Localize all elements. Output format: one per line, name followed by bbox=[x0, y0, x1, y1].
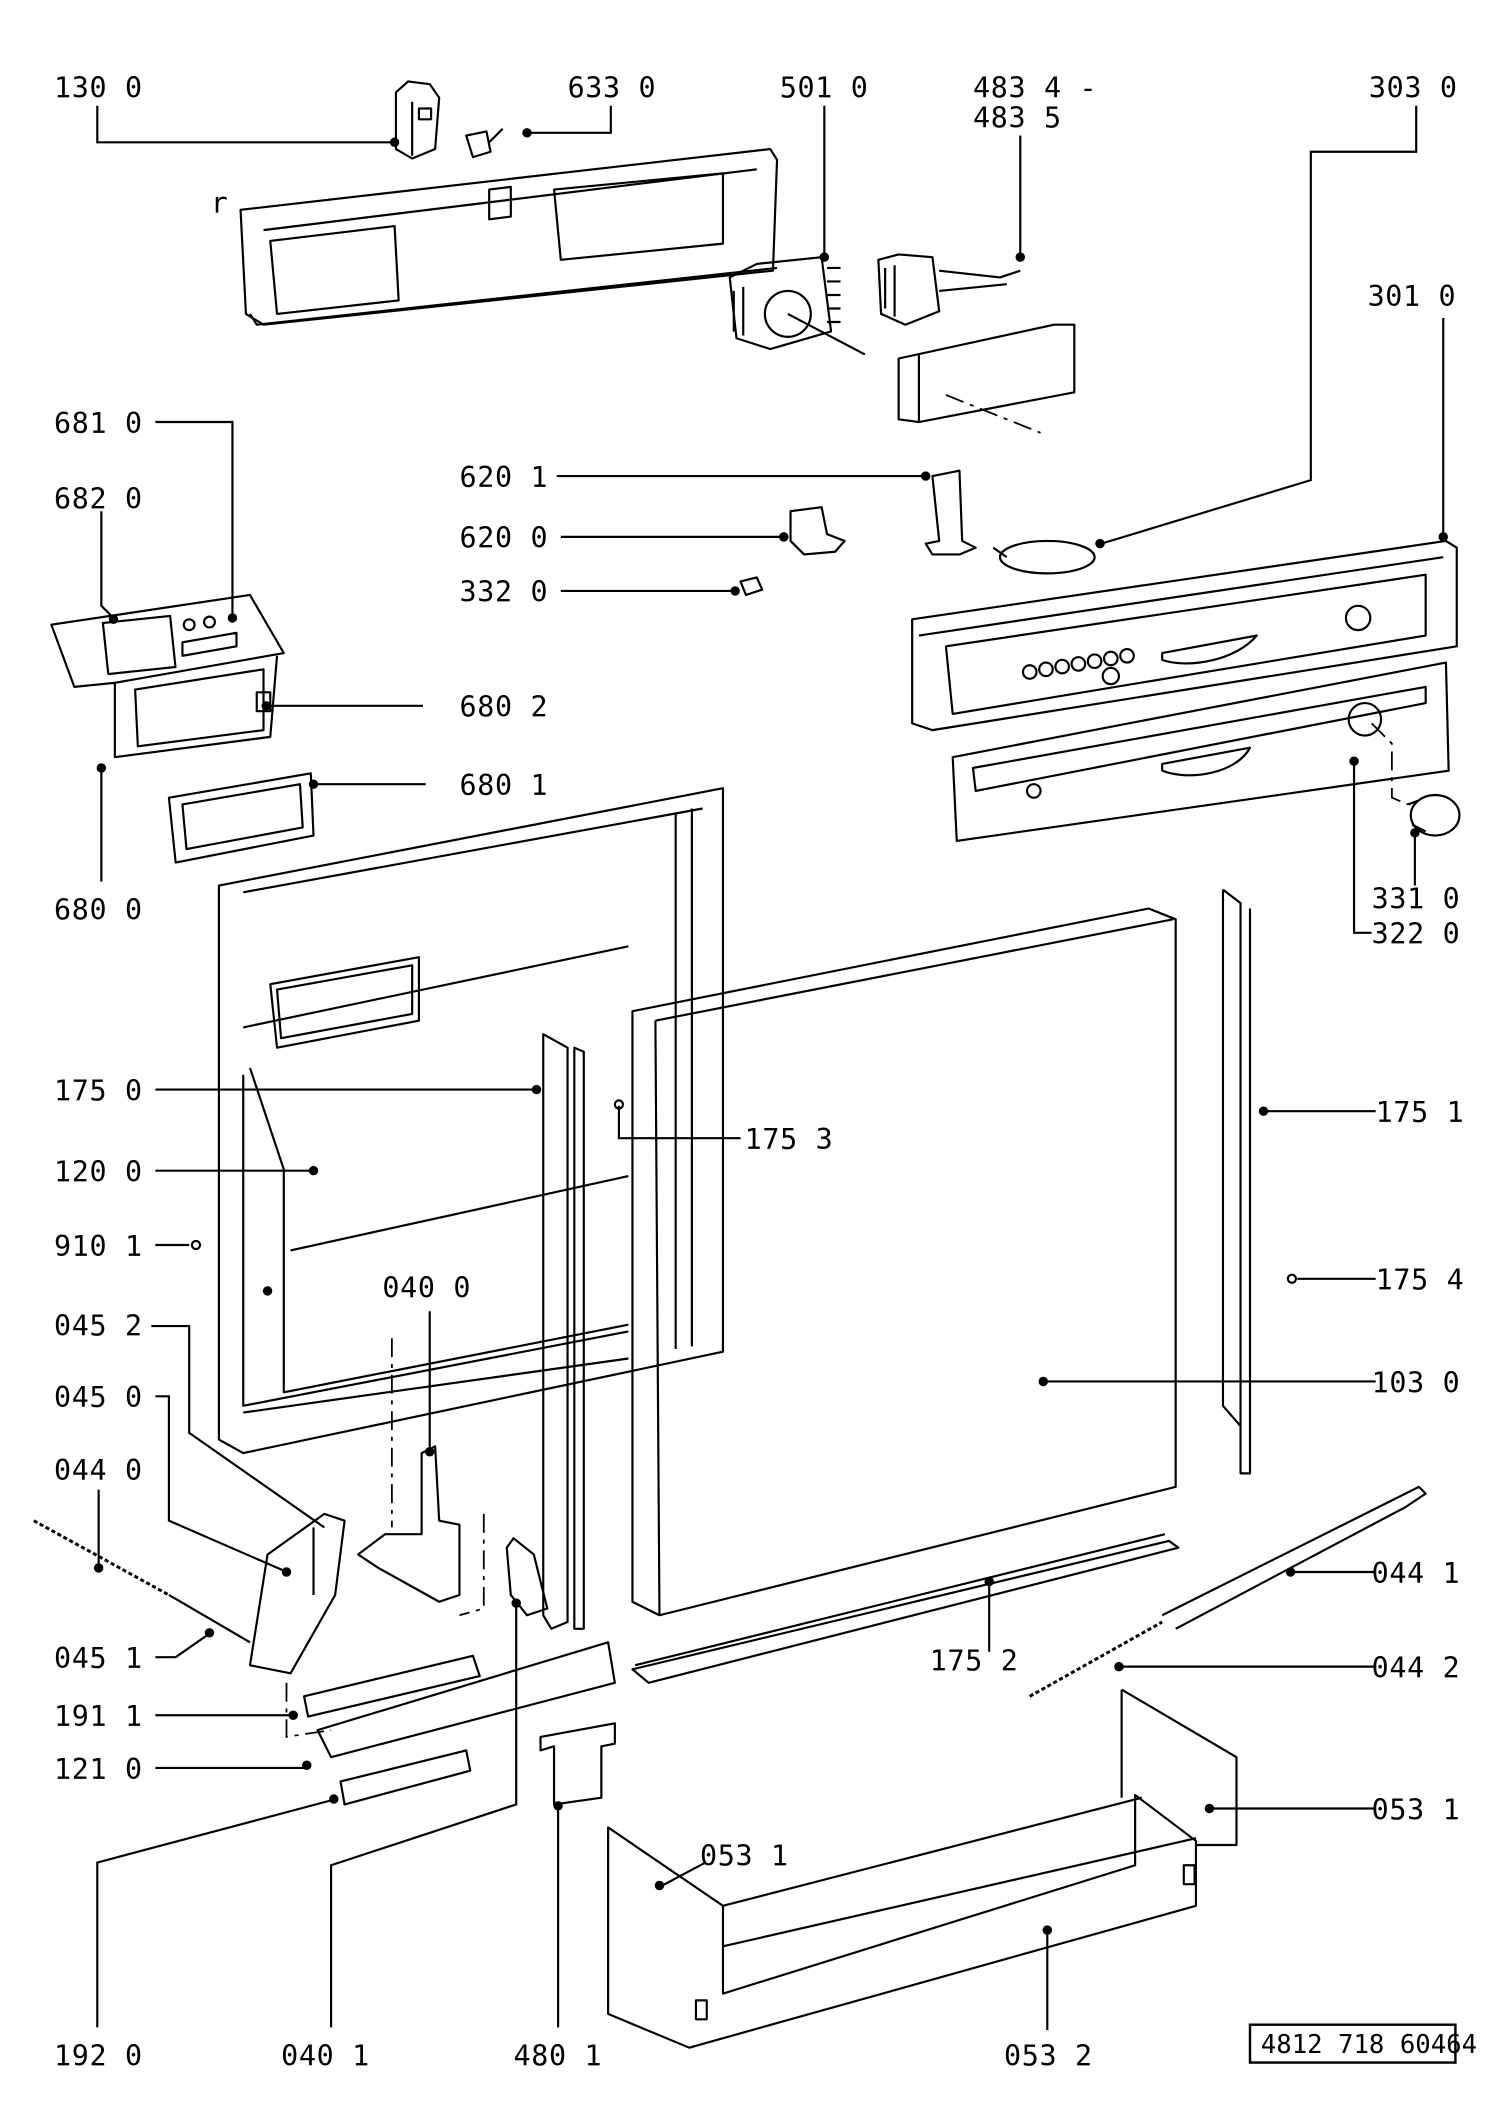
part-633-0 bbox=[465, 128, 504, 159]
callout-045-2: 045 2 bbox=[54, 1310, 143, 1343]
programmer-501-0 bbox=[728, 256, 866, 356]
rail-121-0 bbox=[316, 1641, 616, 1759]
callout-175-1: 175 1 bbox=[1376, 1096, 1465, 1129]
clip-480-1 bbox=[539, 1722, 616, 1806]
spring-044-0 bbox=[33, 1519, 251, 1644]
side-panel-053-1 bbox=[1120, 1688, 1238, 1847]
callout-680-1: 680 1 bbox=[459, 769, 548, 802]
callout-483-5: 483 5 bbox=[973, 101, 1062, 134]
control-panel-trim-322-0 bbox=[951, 661, 1450, 843]
callout-045-0: 045 0 bbox=[54, 1381, 143, 1414]
cap-332-0 bbox=[739, 576, 764, 597]
callout-044-1: 044 1 bbox=[1372, 1557, 1461, 1590]
callout-175-4: 175 4 bbox=[1376, 1264, 1465, 1297]
door-panel-103-0 bbox=[631, 907, 1177, 1617]
callout-175-3: 175 3 bbox=[745, 1123, 834, 1156]
callout-192-0: 192 0 bbox=[54, 2039, 143, 2072]
callout-620-0: 620 0 bbox=[459, 522, 548, 555]
callout-301-0: 301 0 bbox=[1368, 280, 1457, 313]
hinge-bracket-040-0 bbox=[357, 1338, 485, 1617]
connector-483 bbox=[877, 253, 1021, 326]
rod-044-1 bbox=[1161, 1485, 1427, 1630]
callout-910-1: 910 1 bbox=[54, 1230, 143, 1263]
switch-130-0 bbox=[394, 80, 441, 160]
rail-191-1 bbox=[285, 1654, 481, 1738]
callout-175-0: 175 0 bbox=[54, 1074, 143, 1107]
display-lens-303-0 bbox=[992, 539, 1096, 575]
hinge-045-0 bbox=[248, 1512, 346, 1675]
callout-175-2: 175 2 bbox=[930, 1645, 1019, 1678]
program-buttons bbox=[1021, 647, 1135, 686]
knob-331-0 bbox=[1371, 722, 1461, 837]
control-panel-fascia-301-0 bbox=[911, 539, 1458, 732]
callout-121-0: 121 0 bbox=[54, 1753, 143, 1786]
leader-lines bbox=[93, 105, 1448, 2031]
r-mark: r bbox=[211, 187, 229, 220]
callout-331-0: 331 0 bbox=[1372, 883, 1461, 916]
callout-322-0: 322 0 bbox=[1372, 918, 1461, 951]
callout-633-0: 633 0 bbox=[568, 72, 657, 105]
spring-044-2 bbox=[1029, 1620, 1163, 1698]
callout-680-2: 680 2 bbox=[459, 691, 548, 724]
callout-303-0: 303 0 bbox=[1369, 72, 1458, 105]
callout-332-0: 332 0 bbox=[459, 576, 548, 609]
callout-120-0: 120 0 bbox=[54, 1155, 143, 1188]
control-panel-bracket bbox=[239, 147, 779, 326]
strip-175-0 bbox=[542, 1033, 585, 1630]
callout-103-0: 103 0 bbox=[1372, 1366, 1461, 1399]
kickplate-053-2 bbox=[607, 1793, 1198, 2049]
callout-501-0: 501 0 bbox=[780, 72, 869, 105]
callout-045-1: 045 1 bbox=[54, 1642, 143, 1675]
callout-044-0: 044 0 bbox=[54, 1454, 143, 1487]
timer-bracket bbox=[897, 323, 1076, 434]
strip-175-1 bbox=[1221, 888, 1252, 1475]
bracket-620-1 bbox=[924, 469, 977, 556]
hinge-plate-040-1 bbox=[505, 1537, 549, 1617]
callout-040-1: 040 1 bbox=[281, 2039, 370, 2072]
callout-053-1-left: 053 1 bbox=[700, 1839, 789, 1872]
callout-682-0: 682 0 bbox=[54, 483, 143, 516]
callout-labels: 130 0 633 0 501 0 483 4 - 483 5 303 0 30… bbox=[54, 72, 1464, 2073]
callout-480-1: 480 1 bbox=[514, 2039, 603, 2072]
callout-191-1: 191 1 bbox=[54, 1700, 143, 1733]
document-number: 4812 718 60464 bbox=[1261, 2030, 1477, 2060]
rail-192-0 bbox=[339, 1749, 472, 1806]
callout-680-0: 680 0 bbox=[54, 893, 143, 926]
switch-620-0 bbox=[789, 506, 846, 556]
inner-door-120-0 bbox=[217, 787, 725, 1455]
callout-681-0: 681 0 bbox=[54, 407, 143, 440]
document-number-box: 4812 718 60464 bbox=[1248, 2023, 1477, 2064]
callout-483-4: 483 4 - bbox=[973, 72, 1097, 105]
callout-053-1-right: 053 1 bbox=[1372, 1793, 1461, 1826]
callout-130-0: 130 0 bbox=[54, 72, 143, 105]
callout-044-2: 044 2 bbox=[1372, 1651, 1461, 1684]
callout-620-1: 620 1 bbox=[459, 461, 548, 494]
gasket-680-1 bbox=[167, 772, 315, 864]
dispenser-680-0 bbox=[50, 593, 285, 759]
callout-053-2: 053 2 bbox=[1004, 2039, 1093, 2072]
callout-040-0: 040 0 bbox=[382, 1272, 471, 1305]
